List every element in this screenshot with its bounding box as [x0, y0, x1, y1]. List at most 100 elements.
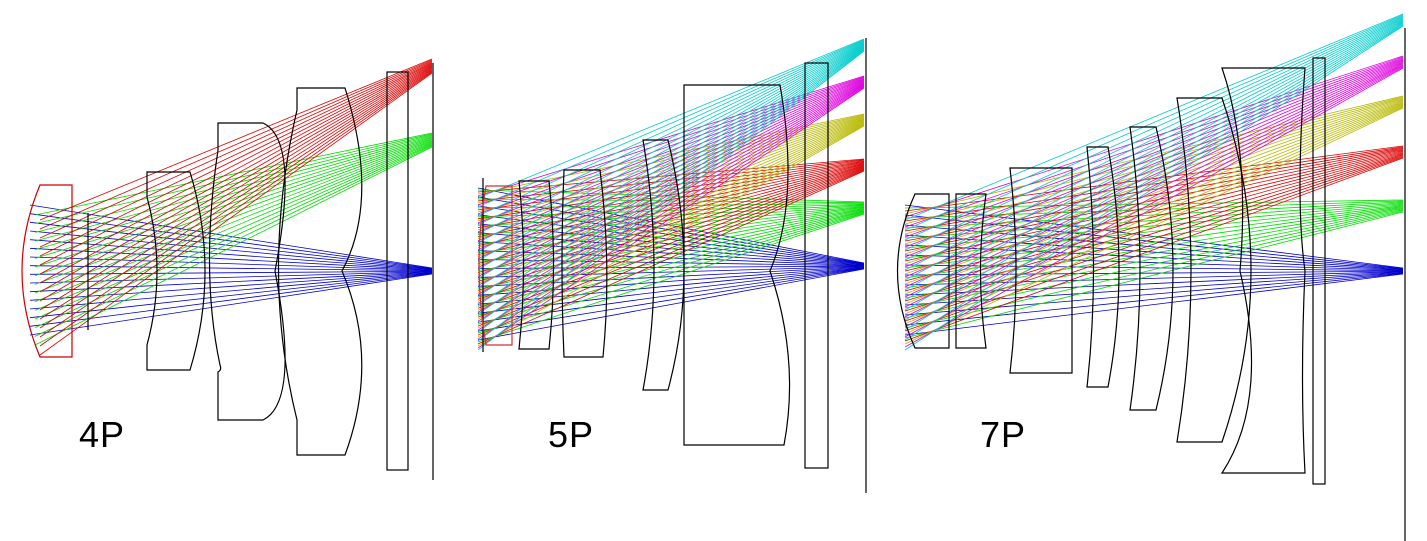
green-ray	[477, 203, 865, 209]
green-ray	[477, 205, 865, 236]
red-ray	[904, 152, 1404, 292]
red-ray	[904, 147, 1404, 232]
cyan-ray	[477, 40, 865, 226]
red-ray	[477, 170, 865, 345]
lens-element-1	[897, 193, 950, 349]
yellow-ray	[904, 107, 1404, 345]
green-ray	[34, 144, 433, 329]
red-ray	[904, 153, 1404, 302]
magenta-ray	[477, 81, 865, 277]
magenta-ray	[904, 60, 1404, 268]
blue-ray	[29, 270, 433, 275]
magenta-ray	[477, 79, 865, 242]
red-ray	[39, 70, 433, 338]
cyan-ray	[477, 46, 865, 297]
blue-ray	[477, 250, 865, 266]
cyan-ray	[477, 39, 865, 208]
blue-ray	[904, 272, 1404, 316]
blue-ray	[29, 273, 433, 336]
yellow-ray	[477, 116, 865, 231]
lens-count-label-4p: 4P	[79, 414, 126, 455]
cyan-ray	[904, 24, 1404, 341]
yellow-ray	[477, 115, 865, 222]
cyan-ray	[904, 25, 1404, 351]
red-ray	[904, 149, 1404, 252]
cyan-ray	[477, 41, 865, 235]
blue-ray	[29, 239, 433, 270]
lens-system-7p	[897, 28, 1406, 541]
blue-ray	[29, 272, 433, 319]
lens-element-4	[642, 139, 685, 391]
magenta-ray	[904, 63, 1404, 308]
green-ray	[34, 137, 433, 259]
lens-element-5	[1129, 126, 1174, 411]
cyan-ray	[904, 13, 1404, 221]
green-ray	[34, 141, 433, 303]
green-ray	[34, 135, 433, 242]
cyan-ray	[477, 42, 865, 252]
magenta-ray	[477, 87, 865, 349]
green-ray	[904, 208, 1404, 309]
red-ray	[39, 67, 433, 311]
green-ray	[477, 212, 865, 334]
magenta-ray	[904, 66, 1404, 338]
magenta-ray	[477, 84, 865, 304]
blue-ray	[904, 273, 1404, 326]
magenta-ray	[904, 65, 1404, 328]
green-ray	[904, 205, 1404, 269]
cyan-ray	[477, 38, 865, 199]
cyan-ray	[904, 20, 1404, 291]
blue-ray	[29, 230, 433, 270]
magenta-ray	[477, 83, 865, 295]
green-ray	[477, 203, 865, 218]
green-ray	[477, 204, 865, 227]
cyan-ray	[904, 21, 1404, 311]
cyan-ray	[477, 47, 865, 306]
blue-ray	[477, 187, 865, 264]
ir-filter	[386, 71, 409, 471]
red-ray	[904, 152, 1404, 282]
magenta-ray	[904, 56, 1404, 228]
ray-bundles-4p	[29, 58, 433, 356]
lens-system-5p	[478, 38, 867, 493]
yellow-ray	[477, 122, 865, 311]
green-ray	[904, 207, 1404, 299]
magenta-ray	[904, 61, 1404, 278]
lens-element-2	[146, 171, 206, 371]
red-ray	[39, 59, 433, 230]
red-ray	[904, 157, 1404, 342]
magenta-ray	[904, 57, 1404, 238]
yellow-ray	[477, 125, 865, 347]
green-ray	[34, 145, 433, 337]
blue-ray	[29, 265, 433, 272]
magenta-ray	[477, 84, 865, 313]
red-ray	[904, 148, 1404, 242]
cyan-ray	[904, 22, 1404, 321]
red-ray	[39, 67, 433, 302]
lens-element-2	[518, 180, 555, 350]
blue-ray	[29, 247, 433, 271]
lens-element-3	[561, 169, 608, 358]
red-ray	[39, 68, 433, 320]
magenta-ray	[477, 85, 865, 322]
yellow-ray	[477, 117, 865, 249]
cyan-ray	[904, 14, 1404, 231]
ray-bundles-5p	[477, 38, 865, 351]
red-ray	[39, 62, 433, 257]
cyan-ray	[477, 49, 865, 342]
red-ray	[39, 71, 433, 347]
ray-bundles-7p	[904, 13, 1404, 351]
green-ray	[34, 143, 433, 320]
green-ray	[477, 207, 865, 271]
green-ray	[477, 212, 865, 325]
green-ray	[904, 210, 1404, 329]
green-ray	[34, 132, 433, 216]
red-ray	[39, 64, 433, 275]
blue-ray	[904, 272, 1404, 306]
yellow-ray	[477, 120, 865, 284]
green-ray	[477, 206, 865, 253]
magenta-ray	[477, 86, 865, 331]
red-ray	[904, 150, 1404, 262]
green-ray	[477, 207, 865, 262]
green-ray	[477, 209, 865, 289]
